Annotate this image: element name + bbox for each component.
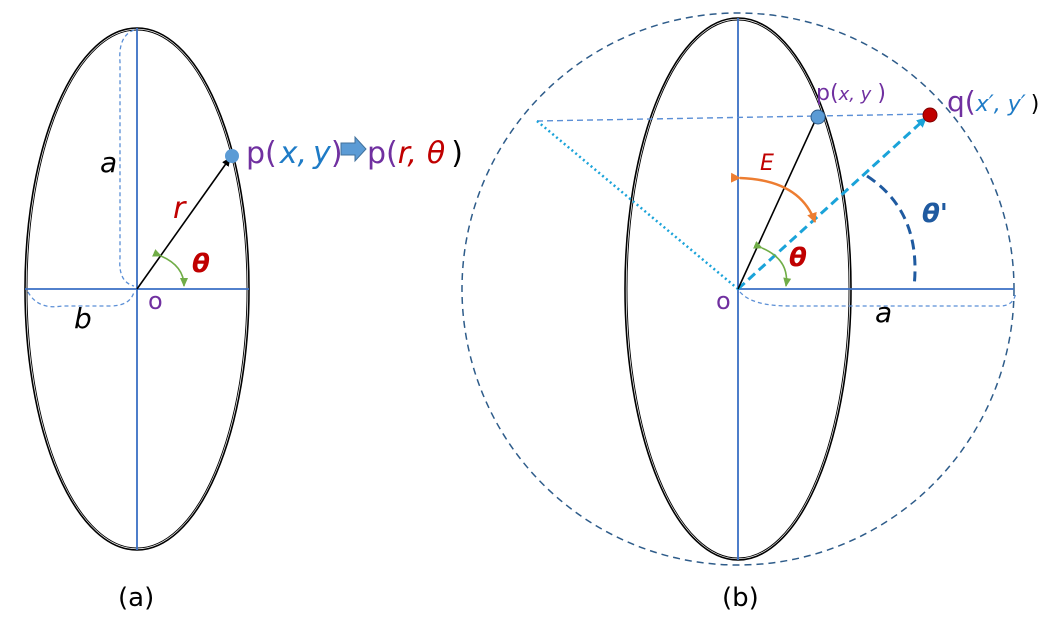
- p-b-suffix: ): [877, 81, 886, 106]
- brace-b: [27, 291, 135, 308]
- point-p-a: [225, 149, 239, 163]
- label-theta-prime: θ': [922, 199, 948, 229]
- panel-a: a b r θ o p(x,y) p(r,θ) (a): [24, 27, 463, 613]
- panel-b: p(x, y) q(x′, y′) E θ θ' a o (b): [461, 12, 1039, 613]
- p-b-prefix: p(: [816, 81, 839, 106]
- label-r: r: [173, 191, 187, 226]
- polar-label-a: p(r, θ): [367, 136, 463, 171]
- label-E: E: [760, 151, 774, 176]
- point-q: [922, 107, 938, 123]
- label-a: a: [100, 146, 117, 179]
- point-p-b: [810, 109, 826, 125]
- polar-theta: θ: [427, 136, 445, 171]
- label-q: q(x′, y′): [947, 85, 1039, 118]
- polar-suffix: ): [451, 136, 463, 171]
- eccentric-arc: [730, 172, 817, 223]
- label-theta-b: θ: [789, 243, 807, 273]
- theta-prime-arc: [866, 174, 917, 288]
- polar-r: r,: [398, 136, 417, 171]
- projection-line: [536, 113, 931, 122]
- q-suffix: ): [1031, 92, 1040, 117]
- point-p-label-a: p(x,y): [246, 136, 343, 171]
- dotted-line: [536, 120, 739, 290]
- label-theta-a: θ: [192, 249, 210, 279]
- q-coords: x′, y′: [975, 92, 1026, 117]
- caption-b: (b): [722, 583, 759, 613]
- caption-a: (a): [118, 583, 154, 613]
- angle-arc-a: [152, 249, 188, 287]
- p-y: y: [312, 136, 332, 171]
- label-p-b: p(x, y): [816, 81, 886, 106]
- polar-prefix: p(: [367, 136, 398, 171]
- brace-a: [119, 29, 135, 287]
- p-b-coords: x, y: [838, 84, 872, 105]
- label-origin-b: o: [716, 287, 731, 315]
- p-x: x,: [279, 136, 307, 171]
- block-arrow-icon: [340, 135, 367, 163]
- label-b: b: [74, 302, 92, 335]
- label-a-b: a: [875, 296, 892, 329]
- q-prefix: q(: [947, 85, 976, 118]
- angle-arc-b: [753, 241, 792, 287]
- label-origin-a: o: [148, 287, 163, 315]
- p-suffix: ): [331, 136, 343, 171]
- p-prefix: p(: [246, 136, 277, 171]
